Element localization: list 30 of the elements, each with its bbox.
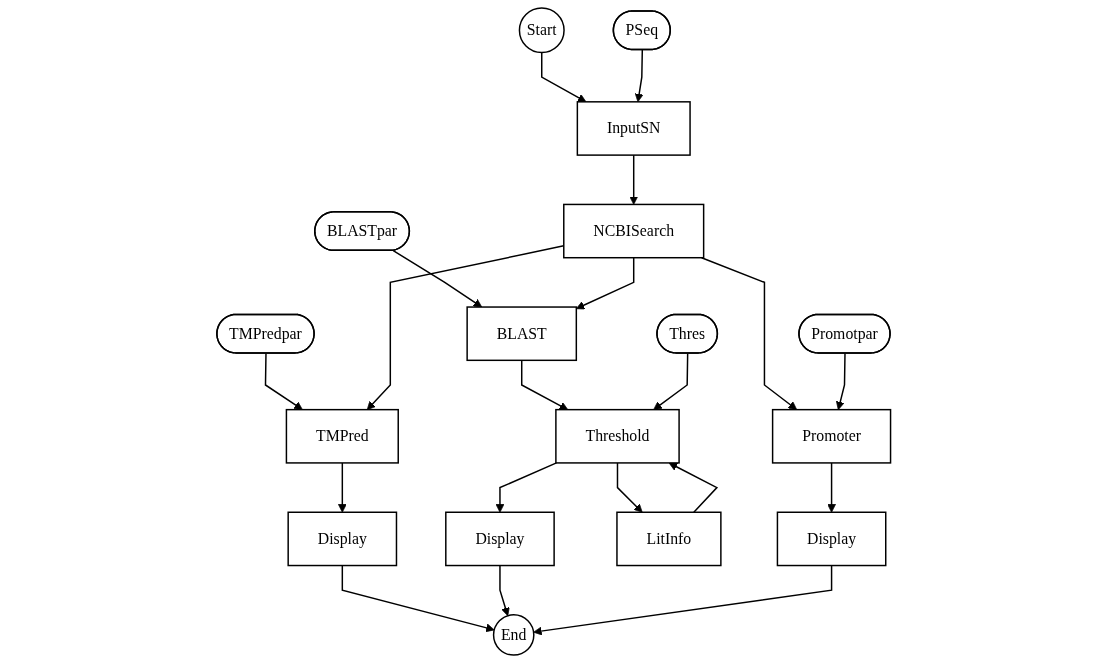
arrow: [392, 249, 482, 308]
arrow: [337, 462, 347, 513]
node-box: Promoter: [771, 408, 892, 464]
node-circle: End: [492, 614, 535, 656]
arrow: [700, 256, 797, 411]
arrow: [634, 49, 644, 103]
node-box: InputSN: [576, 101, 691, 156]
arrow: [520, 359, 568, 411]
node-box: BLAST: [466, 306, 577, 362]
node-box: TMPred: [285, 408, 399, 464]
arrow: [629, 154, 638, 205]
node-box: Display: [776, 511, 887, 567]
arrow: [540, 51, 587, 103]
arrow: [499, 564, 510, 617]
arrow: [653, 352, 689, 411]
node-circle: Start: [518, 7, 565, 54]
node-box: Display: [287, 511, 397, 567]
node-box: LitInfo: [616, 511, 722, 567]
arrow: [827, 462, 836, 513]
node-box: Display: [444, 511, 555, 567]
arrow: [668, 462, 718, 513]
arrow: [616, 462, 643, 513]
arrow: [495, 462, 557, 513]
arrow: [533, 564, 833, 636]
node-box: Threshold: [554, 408, 680, 464]
arrow: [835, 352, 846, 411]
arrow: [341, 564, 495, 633]
arrow: [264, 352, 303, 411]
arrow: [575, 256, 635, 310]
node-box: NCBISearch: [562, 203, 705, 259]
